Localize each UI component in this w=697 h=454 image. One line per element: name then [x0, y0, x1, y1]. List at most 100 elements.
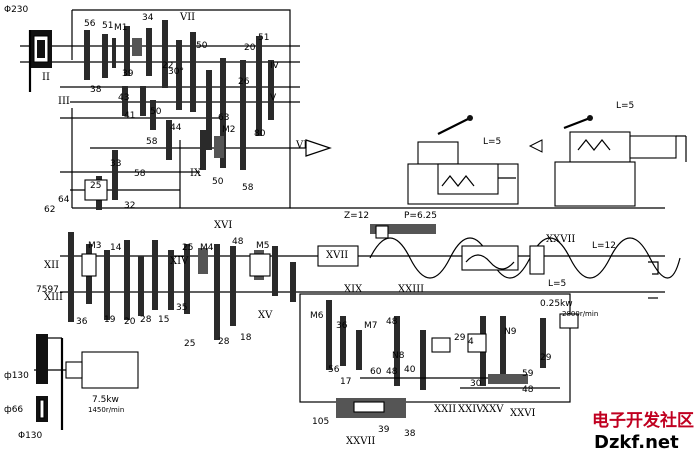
svg-text:II: II: [42, 72, 50, 83]
labels: Φ230 IV V VI ф130 ф66 Φ130 7.5kw 1450r/m…: [4, 5, 634, 447]
svg-text:48: 48: [232, 237, 244, 247]
label-motor-speed: 1450r/min: [88, 406, 124, 414]
svg-text:XIV: XIV: [170, 256, 189, 267]
svg-text:33: 33: [110, 159, 121, 169]
svg-text:17: 17: [340, 377, 351, 387]
label-motor-pulley: ф130: [4, 371, 29, 381]
label-shaft-vi: VI: [295, 140, 307, 151]
watermark: 电子开发社区 Dzkf.net: [592, 410, 694, 453]
svg-text:43: 43: [118, 93, 129, 103]
svg-text:M5: M5: [256, 241, 270, 251]
svg-text:44: 44: [170, 123, 182, 133]
svg-text:40: 40: [404, 365, 416, 375]
watermark-en: Dzkf.net: [594, 432, 679, 453]
svg-text:4: 4: [468, 337, 474, 347]
svg-text:105: 105: [312, 417, 329, 427]
svg-text:48: 48: [386, 317, 398, 327]
svg-text:XII: XII: [44, 260, 59, 271]
svg-text:58: 58: [242, 183, 254, 193]
svg-text:58: 58: [134, 169, 146, 179]
headstock-frame: [71, 9, 665, 209]
svg-text:19: 19: [104, 315, 116, 325]
svg-text:58: 58: [146, 137, 158, 147]
label-motor-power: 7.5kw: [92, 395, 119, 405]
input-pulley: [28, 30, 52, 92]
svg-text:14: 14: [110, 243, 122, 253]
svg-text:64: 64: [58, 195, 70, 205]
svg-text:25: 25: [90, 181, 101, 191]
svg-text:III: III: [58, 96, 70, 107]
svg-text:IX: IX: [190, 168, 202, 179]
apron: [299, 293, 579, 418]
svg-text:62: 62: [44, 205, 55, 215]
svg-text:XXV: XXV: [482, 404, 504, 415]
watermark-cn: 电子开发社区: [592, 410, 694, 431]
label-z12: Z=12: [344, 211, 369, 221]
svg-text:15: 15: [158, 315, 169, 325]
svg-text:41: 41: [124, 111, 135, 121]
svg-text:M3: M3: [88, 241, 102, 251]
svg-text:56: 56: [328, 365, 340, 375]
headstock-gears: [84, 20, 274, 210]
svg-text:50: 50: [196, 41, 208, 51]
lead-screw: [60, 224, 681, 299]
svg-text:35: 35: [176, 303, 187, 313]
svg-text:30: 30: [470, 379, 482, 389]
feedbox-gears: [68, 232, 296, 340]
svg-text:60: 60: [370, 367, 382, 377]
label-small-pulley: ф66: [4, 405, 23, 415]
svg-text:28: 28: [218, 337, 230, 347]
svg-text:38: 38: [90, 85, 102, 95]
label-l12: L=12: [592, 241, 616, 251]
svg-text:63: 63: [218, 113, 229, 123]
svg-text:32: 32: [124, 201, 135, 211]
label-shaft-iv: IV: [270, 61, 280, 71]
svg-text:36: 36: [336, 321, 348, 331]
main-shafts: [20, 45, 310, 191]
label-shaft-v: V: [270, 93, 277, 103]
svg-text:18: 18: [240, 333, 252, 343]
label-l5-tool: L=5: [483, 137, 501, 147]
label-30deg: 30°: [168, 67, 184, 77]
label-feed-motor-speed: 2800r/min: [562, 310, 598, 318]
svg-text:M7: M7: [364, 321, 378, 331]
svg-text:59: 59: [522, 369, 534, 379]
svg-text:XXIII: XXIII: [398, 284, 424, 295]
label-pulley-dia: Φ230: [4, 5, 29, 15]
svg-text:XVII: XVII: [326, 250, 348, 261]
svg-text:51: 51: [102, 21, 113, 31]
svg-text:80: 80: [254, 129, 266, 139]
svg-text:XXVI: XXVI: [510, 408, 535, 419]
svg-text:XXVII: XXVII: [546, 234, 575, 245]
spindle-nose: [305, 139, 332, 157]
svg-text:M4: M4: [200, 243, 214, 253]
svg-text:XVI: XVI: [214, 220, 232, 231]
label-lead-pitch: P=6.25: [404, 211, 437, 221]
svg-text:34: 34: [142, 13, 154, 23]
svg-text:48: 48: [522, 385, 534, 395]
svg-text:XXIV: XXIV: [458, 404, 484, 415]
label-l5-bottom: L=5: [548, 279, 566, 289]
svg-text:36: 36: [76, 317, 88, 327]
svg-text:25: 25: [184, 339, 195, 349]
svg-text:29: 29: [454, 333, 466, 343]
svg-text:XIX: XIX: [344, 284, 363, 295]
svg-text:VII: VII: [179, 12, 195, 23]
svg-text:51: 51: [258, 33, 269, 43]
svg-text:M2: M2: [222, 125, 236, 135]
svg-text:50: 50: [212, 177, 224, 187]
svg-text:XXVII: XXVII: [346, 436, 375, 447]
svg-text:20: 20: [244, 43, 256, 53]
label-motor-pulley-b: Φ130: [18, 431, 43, 441]
svg-text:22: 22: [162, 61, 173, 71]
svg-text:20: 20: [124, 317, 136, 327]
svg-text:39: 39: [122, 69, 134, 79]
svg-text:N8: N8: [392, 351, 405, 361]
label-feed-motor-power: 0.25kw: [540, 299, 573, 309]
svg-text:48: 48: [386, 367, 398, 377]
svg-text:N9: N9: [504, 327, 517, 337]
svg-text:50: 50: [150, 107, 162, 117]
main-motor: [34, 334, 139, 430]
